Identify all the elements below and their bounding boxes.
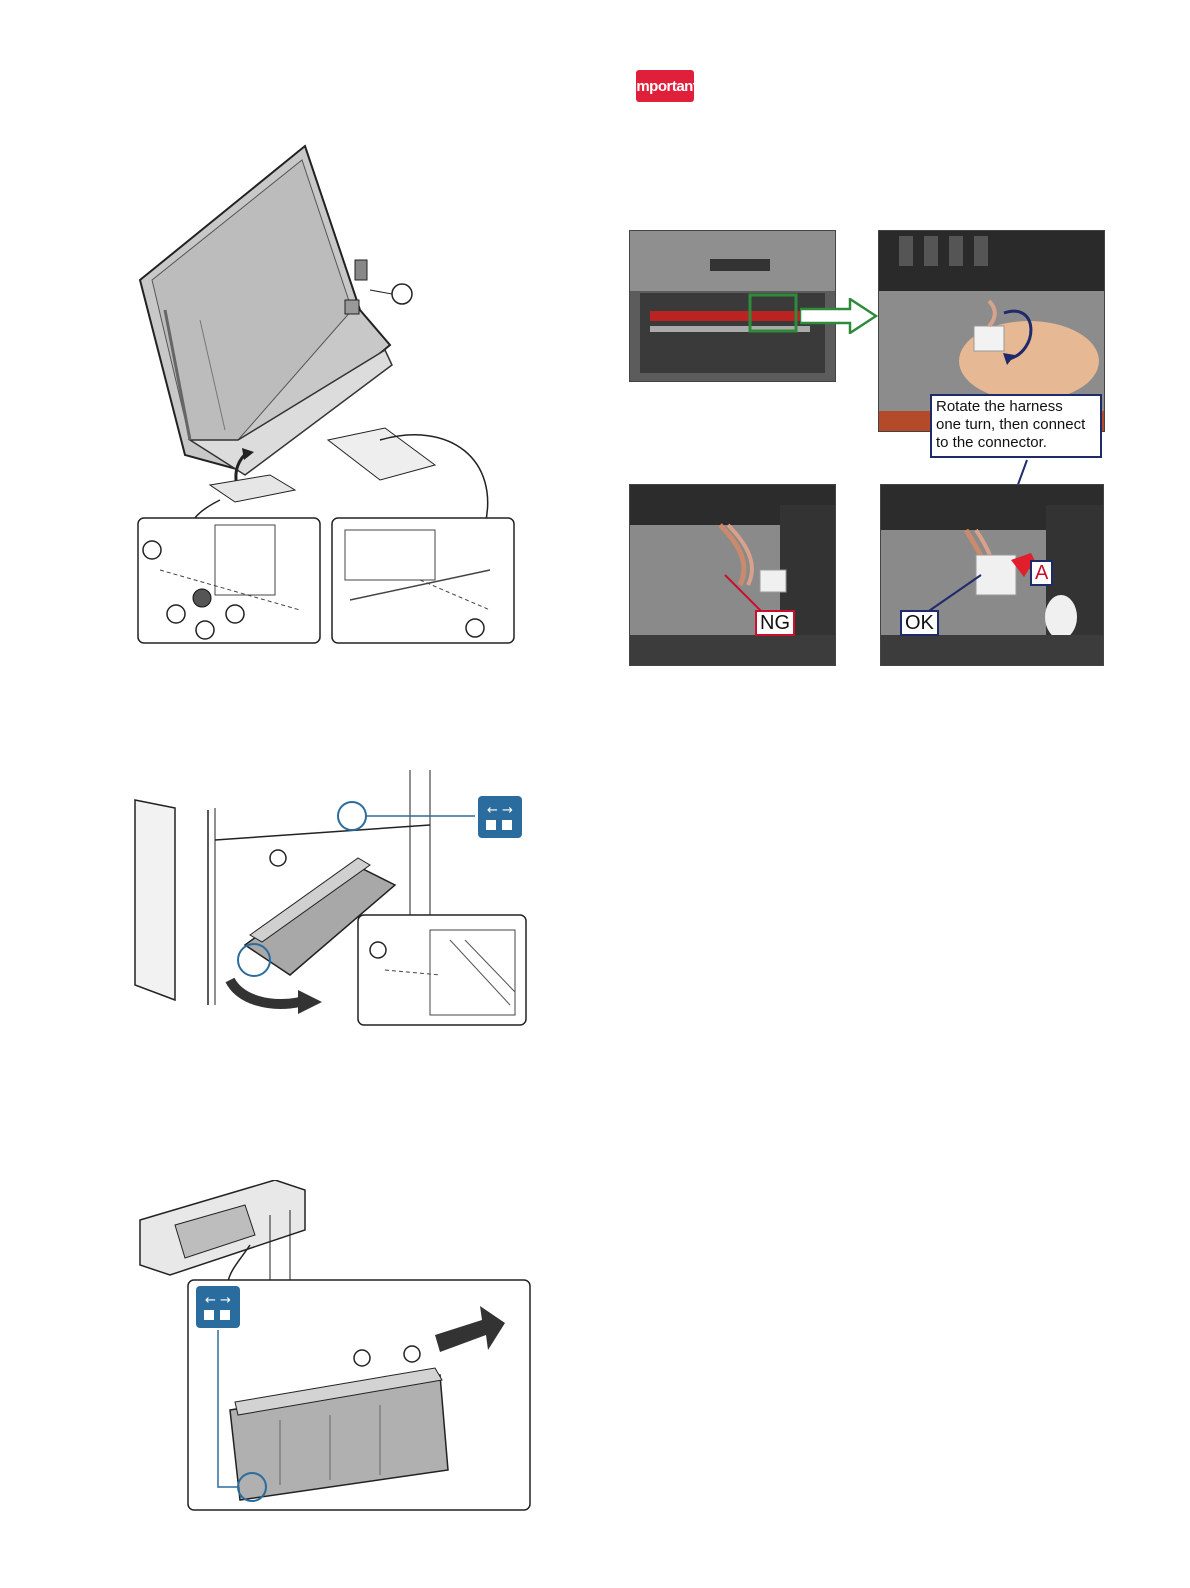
figure-fuser-removal: ← → — [130, 770, 550, 1040]
important-badge: Important — [636, 70, 694, 102]
note-line-3: to the connector. — [936, 434, 1096, 452]
svg-text:← →: ← → — [487, 803, 513, 818]
photo-ok-connection — [880, 484, 1104, 666]
note-line-1: Rotate the harness — [936, 398, 1096, 416]
a-label: A — [1030, 560, 1053, 586]
figure-fuser-top-view: ← → — [130, 1180, 550, 1520]
svg-text:← →: ← → — [205, 1293, 231, 1308]
arrow-icon — [800, 298, 878, 334]
harness-note-callout: Rotate the harness one turn, then connec… — [930, 394, 1102, 458]
ng-label: NG — [755, 610, 795, 636]
figure-cover-assembly — [130, 140, 550, 660]
note-line-2: one turn, then connect — [936, 416, 1096, 434]
photo-ng-connection — [629, 484, 836, 666]
ok-label: OK — [900, 610, 939, 636]
